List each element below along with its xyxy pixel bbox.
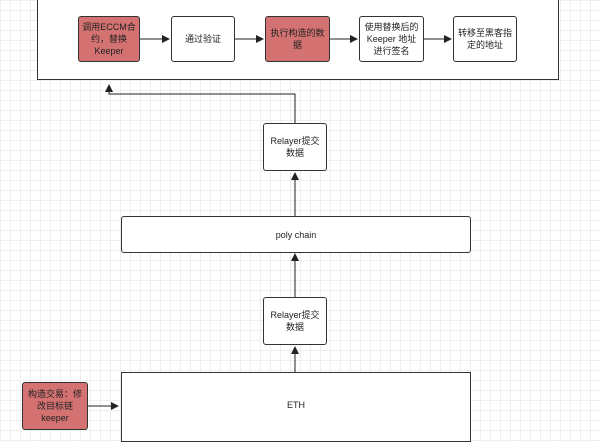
edges-layer xyxy=(88,35,452,410)
node-sign-new-keeper: 使用替换后的Keeper 地址进行签名 xyxy=(359,16,424,62)
node-construct-tx: 构造交易：修改目标链keeper xyxy=(22,382,88,430)
node-relayer-bottom: Relayer提交数据 xyxy=(263,297,327,345)
node-transfer-hacker: 转移至黑客指定的地址 xyxy=(453,16,517,62)
node-relayer-top: Relayer提交数据 xyxy=(263,123,327,171)
node-eth: ETH xyxy=(121,372,471,442)
node-pass-verify: 通过验证 xyxy=(171,16,235,62)
node-poly-chain: poly chain xyxy=(121,216,471,253)
edge-relayer-to-eccm xyxy=(105,84,296,123)
node-exec-data: 执行构造的数据 xyxy=(265,16,330,62)
node-call-eccm: 调用ECCM合约，替换Keeper xyxy=(78,16,140,62)
